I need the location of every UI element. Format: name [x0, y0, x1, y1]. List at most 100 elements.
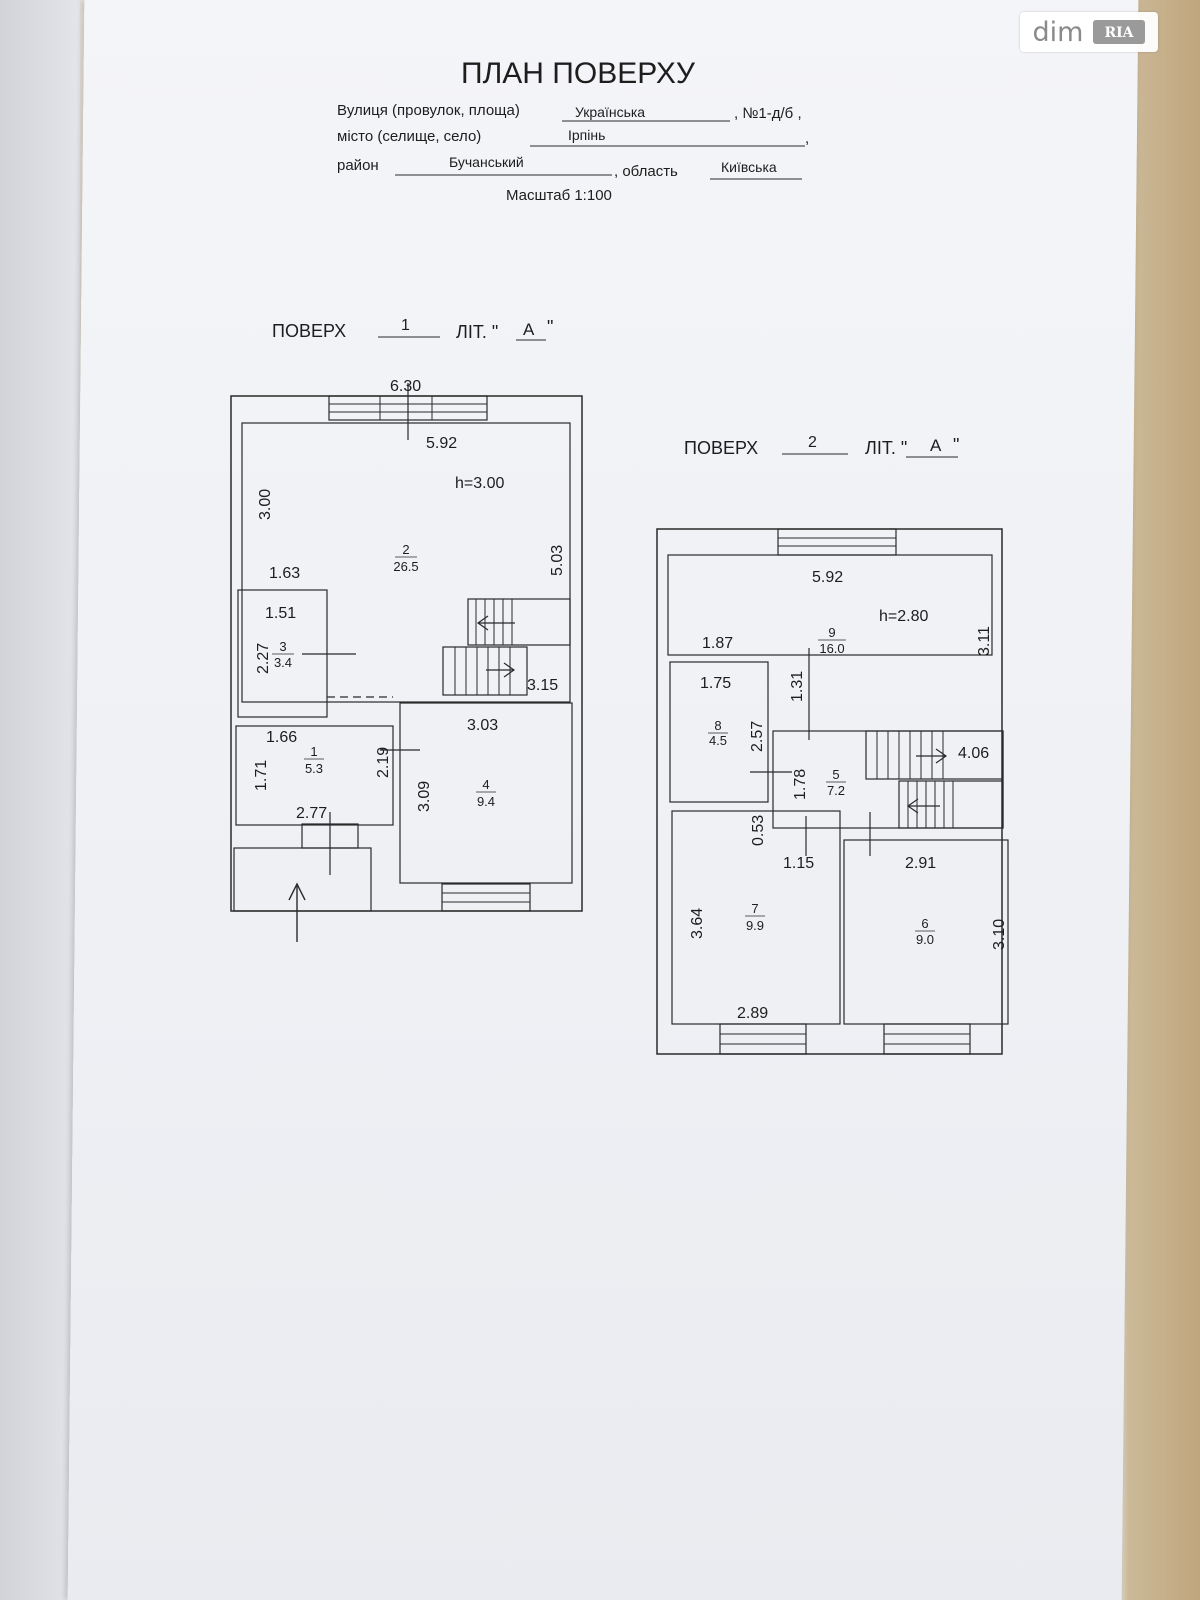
svg-text:7: 7 [751, 901, 758, 916]
svg-text:9: 9 [828, 625, 835, 640]
dim-room8-width: 1.75 [700, 675, 731, 692]
room-1-outline [235, 725, 394, 826]
floor1-number: 1 [401, 317, 410, 334]
dim-inner-width: 5.92 [812, 569, 843, 586]
dim-hall-height: 1.78 [792, 769, 809, 800]
dim-room1-width: 1.66 [266, 729, 297, 746]
city-value: Ірпінь [568, 127, 605, 143]
dim-room4-width: 3.03 [467, 717, 498, 734]
underlying-page [0, 0, 80, 1600]
svg-text:9.9: 9.9 [746, 918, 764, 933]
entrance-porch [233, 847, 372, 912]
svg-text:7.2: 7.2 [827, 783, 845, 798]
dim-room7-height: 3.64 [689, 908, 706, 939]
dim-hall-top: 1.31 [789, 671, 806, 702]
svg-text:2: 2 [402, 542, 409, 557]
svg-text:5: 5 [832, 767, 839, 782]
dim-right-wall: 5.03 [549, 545, 566, 576]
floor2-label: ПОВЕРХ [684, 438, 758, 458]
room-label-5: 5 7.2 [826, 767, 846, 798]
floor1-window-bottom [441, 883, 531, 912]
district-value: Бучанський [449, 154, 524, 170]
dim-room3-height: 2.27 [255, 643, 272, 674]
dim-stairs: 3.15 [527, 677, 558, 694]
watermark-text: dim [1032, 16, 1084, 48]
house-number: , №1-д/б , [734, 105, 802, 122]
ria-logo: RIA [1093, 20, 1146, 44]
page-title: ПЛАН ПОВЕРХУ [461, 57, 696, 90]
room-2-outline [241, 422, 571, 703]
svg-text:RIA: RIA [1105, 25, 1135, 41]
room-label-9: 9 16.0 [818, 625, 846, 656]
floor2-staircase [865, 730, 1004, 829]
floor1-lit-value: А [523, 320, 535, 339]
dim-room9-bottom: 1.87 [702, 635, 733, 652]
floor2-window-top [777, 528, 897, 556]
room-label-3: 3 3.4 [272, 639, 294, 670]
street-label: Вулиця (провулок, площа) [337, 102, 520, 119]
svg-text:4: 4 [482, 777, 489, 792]
dim-room1-side: 2.19 [375, 747, 392, 778]
floor2-lit-label: ЛІТ. " [865, 438, 907, 458]
dim-hall-small: 0.53 [750, 815, 767, 846]
street-value: Українська [575, 104, 645, 120]
room2-height: h=3.00 [455, 475, 504, 492]
room-label-8: 8 4.5 [708, 718, 728, 748]
room-label-6: 6 9.0 [915, 916, 935, 947]
dim-room3-width: 1.51 [265, 605, 296, 622]
svg-text:9.4: 9.4 [477, 794, 495, 809]
floor1-plan: ПОВЕРХ 1 ЛІТ. " А " [230, 317, 583, 942]
svg-text:9.0: 9.0 [916, 932, 934, 947]
dim-left-wall: 3.00 [257, 489, 274, 520]
floor1-staircase [442, 598, 571, 696]
svg-text:5.3: 5.3 [305, 761, 323, 776]
dim-room6-width: 2.91 [905, 855, 936, 872]
dim-room9-right: 3.11 [976, 626, 993, 656]
floor1-label: ПОВЕРХ [272, 321, 346, 341]
floor1-lit-close: " [547, 317, 553, 337]
district-label: район [337, 157, 379, 174]
dim-outer-width: 6.30 [390, 378, 421, 395]
svg-text:6: 6 [921, 916, 928, 931]
svg-text:3.4: 3.4 [274, 655, 292, 670]
room9-height: h=2.80 [879, 608, 928, 625]
city-label: місто (селище, село) [337, 128, 481, 145]
dim-inner-width: 5.92 [426, 435, 457, 452]
dim-room1-bottom: 2.77 [296, 805, 327, 822]
floor2-plan: ПОВЕРХ 2 ЛІТ. " А " [656, 434, 1009, 1055]
dim-room2-bottom: 1.63 [269, 565, 300, 582]
svg-text:4.5: 4.5 [709, 733, 727, 748]
floor2-lit-close: " [953, 435, 959, 455]
svg-text:26.5: 26.5 [393, 559, 418, 574]
svg-text:16.0: 16.0 [819, 641, 844, 656]
floor1-entry-door [301, 812, 359, 875]
watermark-badge: dim RIA [1020, 12, 1158, 52]
document-header: ПЛАН ПОВЕРХУ Вулиця (провулок, площа) Ук… [337, 57, 809, 204]
city-comma: , [805, 130, 809, 147]
dim-room4-height: 3.09 [416, 781, 433, 812]
region-label: , область [614, 163, 678, 180]
room-label-2: 2 26.5 [393, 542, 418, 574]
svg-text:1: 1 [310, 744, 317, 759]
dim-room8-height: 2.57 [749, 721, 766, 752]
svg-text:3: 3 [279, 639, 286, 654]
floor2-window-bottom-left [719, 1023, 807, 1055]
scale-text: Масштаб 1:100 [506, 187, 612, 204]
floor2-lit-value: А [930, 436, 942, 455]
svg-text:8: 8 [714, 718, 721, 733]
entrance-arrow-icon [288, 882, 306, 942]
floor2-number: 2 [808, 434, 817, 451]
room-4-outline [399, 702, 573, 884]
dim-stairs: 4.06 [958, 745, 989, 762]
floor1-lit-label: ЛІТ. " [456, 322, 498, 342]
dim-room6-height: 3.10 [991, 919, 1008, 950]
floor2-window-bottom-right [883, 1023, 971, 1055]
dim-room1-height: 1.71 [253, 760, 270, 791]
region-value: Київська [721, 159, 777, 175]
room-label-1: 1 5.3 [304, 744, 324, 776]
room-label-4: 4 9.4 [476, 777, 496, 809]
dim-hall-bottom: 1.15 [783, 855, 814, 872]
dim-room7-bottom: 2.89 [737, 1005, 768, 1022]
room-label-7: 7 9.9 [745, 901, 765, 933]
